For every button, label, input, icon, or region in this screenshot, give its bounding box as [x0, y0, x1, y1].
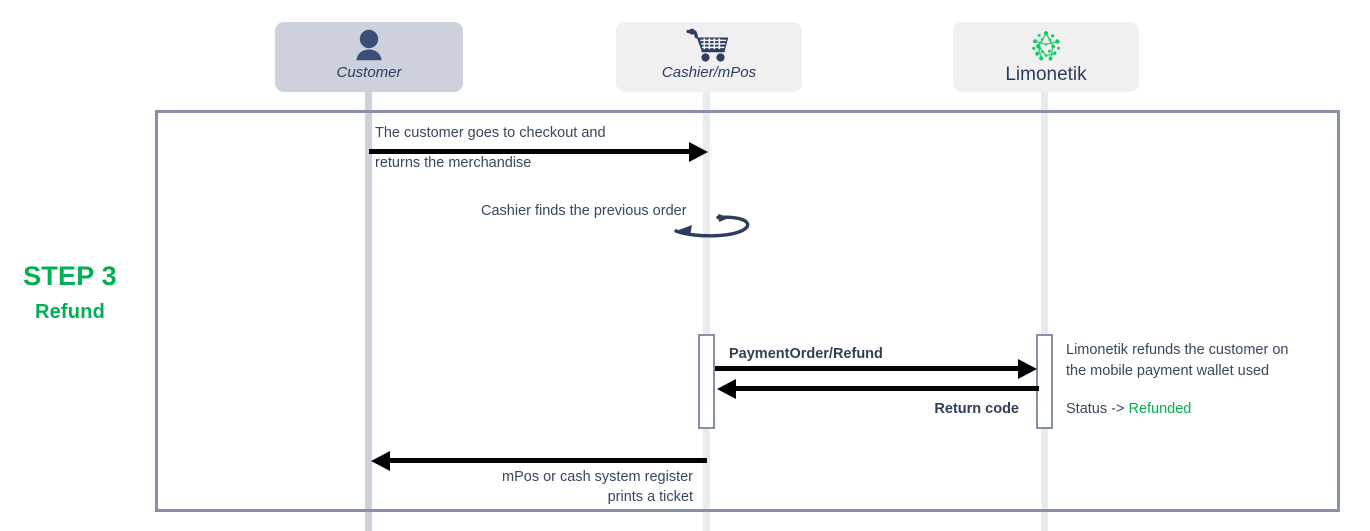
note-status-prefix: Status ->	[1066, 401, 1129, 417]
message-return-code-label: Return code	[934, 401, 1019, 417]
message-payment-order-arrow	[715, 366, 1018, 371]
step-subtitle: Refund	[34, 301, 106, 323]
message-find-order-label: Cashier finds the previous order	[481, 203, 687, 219]
note-refund: Limonetik refunds the customer on the mo…	[1066, 340, 1331, 382]
note-status: Status -> Refunded	[1066, 399, 1191, 420]
message-checkout-label-above: The customer goes to checkout and	[375, 125, 606, 141]
message-payment-order-label: PaymentOrder/Refund	[729, 346, 883, 362]
message-print-ticket-arrow	[390, 458, 707, 463]
actor-label-cashier: Cashier/mPos	[661, 64, 757, 81]
note-refund-line1: Limonetik refunds the customer on	[1066, 342, 1289, 358]
actor-label-limonetik: Limonetik	[1005, 64, 1087, 85]
activation-bar-cashier	[698, 334, 715, 429]
diagram-frame	[155, 110, 1340, 512]
message-print-ticket-arrowhead	[371, 450, 390, 471]
cart-icon	[686, 27, 732, 65]
message-find-order-selfloop	[650, 205, 760, 252]
limonetik-logo	[1029, 27, 1063, 65]
actor-limonetik[interactable]: Limonetik	[953, 22, 1139, 92]
message-checkout-arrow	[369, 149, 689, 154]
note-status-value: Refunded	[1128, 401, 1192, 417]
message-return-code-arrow	[736, 386, 1039, 391]
actor-label-customer: Customer	[336, 64, 402, 81]
activation-bar-limonetik	[1036, 334, 1053, 429]
message-return-code-arrowhead	[717, 378, 736, 399]
message-print-ticket-label-2: prints a ticket	[607, 489, 693, 505]
message-checkout-arrowhead	[689, 141, 708, 162]
note-refund-line2: the mobile payment wallet used	[1066, 363, 1270, 379]
actor-customer[interactable]: Customer	[275, 22, 463, 92]
lifeline-limonetik	[1041, 88, 1048, 531]
message-print-ticket-label-1: mPos or cash system register	[502, 469, 693, 485]
lifeline-customer	[365, 88, 372, 531]
lifeline-cashier	[703, 88, 710, 531]
message-payment-order-arrowhead	[1018, 358, 1037, 379]
step-title: STEP 3	[23, 261, 117, 291]
message-checkout-label-below: returns the merchandise	[375, 155, 532, 171]
person-icon	[352, 27, 386, 65]
actor-cashier[interactable]: Cashier/mPos	[616, 22, 802, 92]
